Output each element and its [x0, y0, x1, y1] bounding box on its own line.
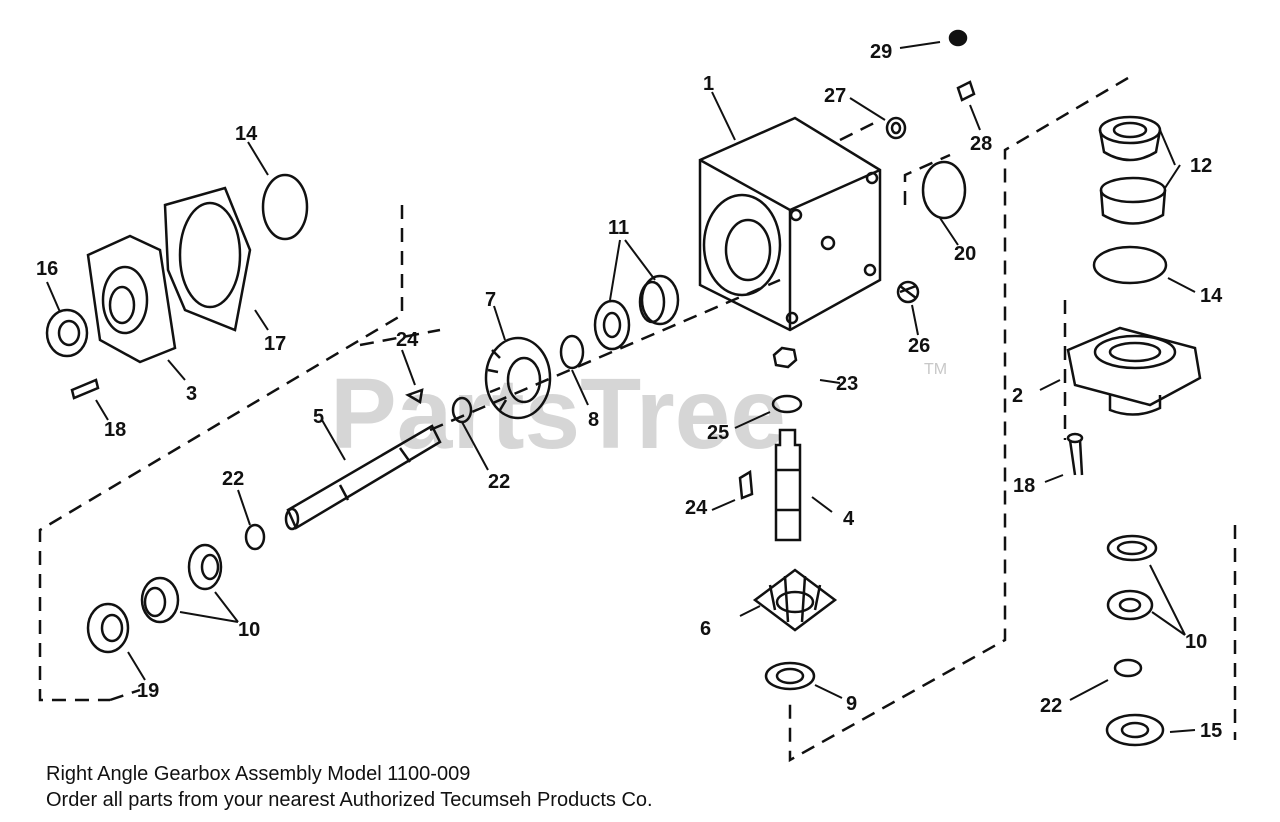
callout-26: 26: [908, 335, 930, 357]
part-28-fitting: [956, 80, 976, 102]
callout-19: 19: [137, 680, 159, 702]
part-6-gear: [752, 568, 838, 632]
callout-22-c: 22: [1040, 695, 1062, 717]
part-10-bearing-right: [1106, 534, 1158, 621]
part-29-plug: [948, 29, 968, 47]
part-27-fitting: [885, 116, 907, 140]
callout-11: 11: [608, 217, 629, 239]
part-2-cover: [1066, 326, 1202, 416]
part-16-seal: [45, 308, 89, 358]
watermark: PartsTree: [330, 358, 786, 470]
callout-20: 20: [954, 243, 976, 265]
part-10-bearing-left: [140, 543, 223, 624]
callout-22-a: 22: [488, 471, 510, 493]
callout-28: 28: [970, 133, 992, 155]
callout-4: 4: [843, 508, 855, 530]
caption-order-note: Order all parts from your nearest Author…: [46, 789, 653, 811]
part-14-oring-right: [1092, 245, 1168, 285]
callout-5: 5: [313, 406, 324, 428]
callout-9: 9: [846, 693, 857, 715]
callout-10-right: 10: [1185, 631, 1207, 653]
callout-15: 15: [1200, 720, 1222, 742]
part-20-cap: [921, 160, 967, 220]
part-18-bolt-left: [70, 378, 100, 400]
part-12-bearing: [1098, 115, 1167, 225]
callout-24-left: 24: [396, 329, 419, 351]
callout-12: 12: [1190, 155, 1212, 177]
part-22-ring-b: [244, 523, 266, 551]
part-25-washer: [771, 394, 803, 414]
callout-16: 16: [36, 258, 58, 280]
part-14-oring-left: [261, 173, 309, 241]
callout-27: 27: [824, 85, 846, 107]
callout-10-left: 10: [238, 619, 260, 641]
part-24-key-left: [405, 388, 424, 404]
callout-3: 3: [186, 383, 197, 405]
part-24-key-right: [738, 469, 754, 500]
part-18-bolt-right: [1066, 432, 1084, 476]
callout-24-right: 24: [685, 497, 708, 519]
part-26-fitting: [896, 280, 920, 304]
callout-6: 6: [700, 618, 711, 640]
part-3-plate: [86, 234, 177, 364]
callout-25: 25: [707, 422, 729, 444]
part-1-housing: [698, 116, 882, 332]
callout-leaders: [46, 41, 1196, 733]
callout-23: 23: [836, 373, 858, 395]
callout-22-b: 22: [222, 468, 244, 490]
part-23-nut: [772, 346, 798, 369]
callout-7: 7: [485, 289, 496, 311]
callout-labels: 1 2 3 4 5 6 7 8 9 10 10 11 12 14 14 15 1…: [36, 41, 1223, 742]
caption-title: Right Angle Gearbox Assembly Model 1100-…: [46, 763, 471, 785]
watermark-tm: TM: [924, 361, 947, 378]
part-9-washer: [764, 661, 816, 691]
callout-29: 29: [870, 41, 892, 63]
callout-14-right: 14: [1200, 285, 1223, 307]
callout-1: 1: [703, 73, 714, 95]
part-22-ring-c: [1113, 658, 1143, 678]
callout-8: 8: [588, 409, 599, 431]
part-5-shaft: [284, 424, 442, 531]
part-7-gear: [484, 336, 552, 420]
callout-17: 17: [264, 333, 286, 355]
part-15-seal: [1105, 713, 1165, 747]
part-8-washer: [559, 334, 585, 370]
callout-2: 2: [1012, 385, 1023, 407]
part-4-shaft: [774, 428, 802, 542]
callout-18-left: 18: [104, 419, 126, 441]
callout-18-right: 18: [1013, 475, 1035, 497]
part-19-seal: [86, 602, 130, 654]
assembly-guide-lines: [38, 76, 1237, 763]
callout-14-left: 14: [235, 123, 258, 145]
part-11-bearing: [593, 274, 680, 351]
part-17-gasket: [163, 186, 252, 332]
